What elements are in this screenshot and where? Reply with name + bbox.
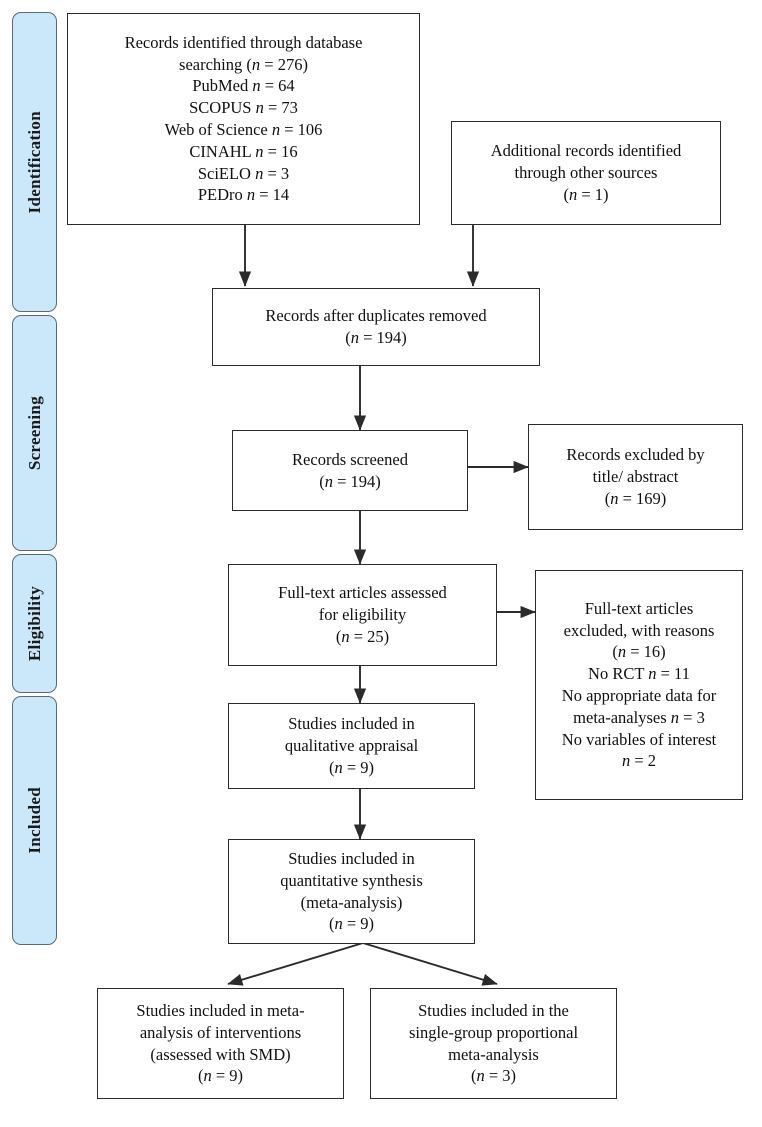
records-after-duplicates-removed-box: Records after duplicates removed(n = 194…: [212, 288, 540, 366]
stage-label-screening: Screening: [24, 395, 44, 471]
stage-label-identification: Identification: [24, 110, 44, 214]
arrow-quantitative-to-single-group: [362, 942, 498, 986]
stage-eligibility: Eligibility: [12, 554, 57, 693]
stage-screening: Screening: [12, 315, 57, 551]
stage-label-included: Included: [24, 787, 44, 854]
stage-label-eligibility: Eligibility: [24, 585, 44, 662]
studies-meta-analysis-interventions-text: Studies included in meta-analysis of int…: [136, 1000, 305, 1086]
stage-included: Included: [12, 696, 57, 945]
records-after-duplicates-removed-text: Records after duplicates removed(n = 194…: [265, 306, 487, 347]
stage-identification: Identification: [12, 12, 57, 312]
records-screened-text: Records screened(n = 194): [292, 449, 408, 491]
studies-meta-analysis-interventions-box: Studies included in meta-analysis of int…: [97, 988, 344, 1099]
arrow-quantitative-to-interventions: [227, 942, 364, 986]
records-screened-box: Records screened(n = 194): [232, 430, 468, 511]
